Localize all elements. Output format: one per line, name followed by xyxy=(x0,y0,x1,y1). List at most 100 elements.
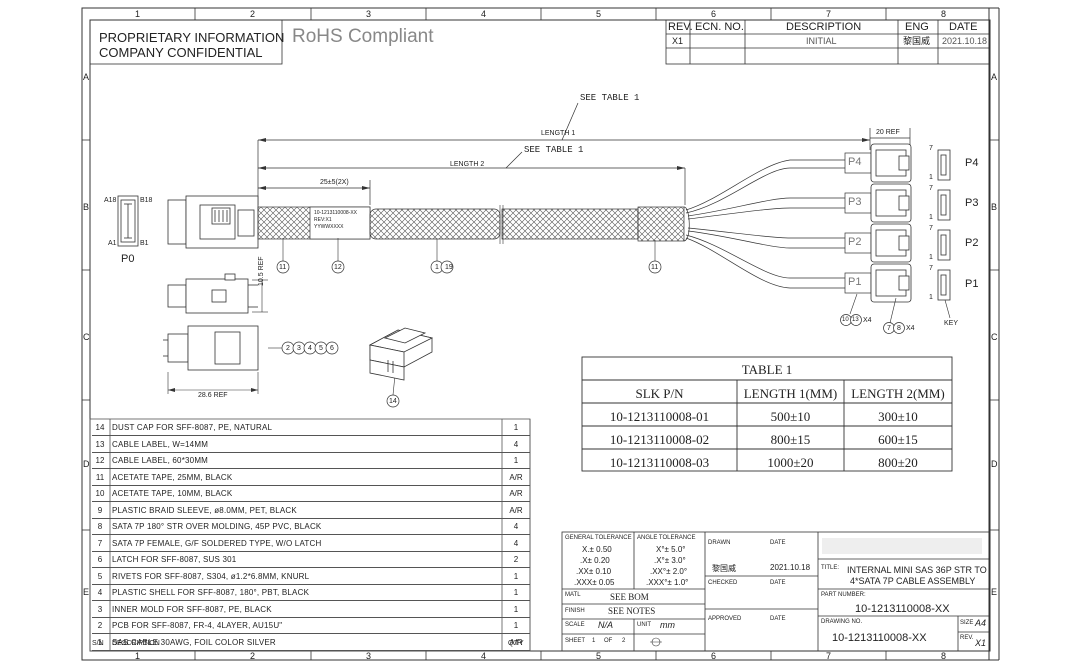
pin1-p3: 1 xyxy=(929,214,933,221)
cable-label-line2: REV:X1 xyxy=(314,217,332,223)
grid-col-3: 3 xyxy=(366,9,372,19)
bom-footer-sn: S/N xyxy=(92,640,104,647)
length2-label: LENGTH 2 xyxy=(450,161,485,168)
rev-eng-value: 黎国威 xyxy=(903,36,931,46)
balloon-8: 8 xyxy=(897,325,901,332)
proprietary-line2: COMPANY CONFIDENTIAL xyxy=(99,45,263,60)
rev-value-tb: X1 xyxy=(975,638,987,648)
table1-row3-length2: 800±20 xyxy=(878,455,918,470)
of-label: OF xyxy=(604,638,613,644)
approved-label: APPROVED xyxy=(708,616,742,622)
drawn-date: 2021.10.18 xyxy=(770,563,811,572)
table1-row2-length2: 600±15 xyxy=(878,432,918,447)
grid-col-7-bottom: 7 xyxy=(826,651,832,661)
length1-label: LENGTH 1 xyxy=(541,130,576,137)
grid-col-7: 7 xyxy=(826,9,832,19)
balloon-12: 12 xyxy=(334,264,342,271)
balloon-11a: 11 xyxy=(279,264,287,271)
rohs-label: RoHS Compliant xyxy=(292,26,434,47)
balloon-14: 14 xyxy=(389,398,397,405)
port-right-p4: P4 xyxy=(965,157,979,169)
rev-header-rev: REV. xyxy=(668,21,693,33)
ref-20-label: 20 REF xyxy=(876,129,900,136)
tol-angle-3: .XX°± 2.0° xyxy=(650,567,688,576)
grid-col-6: 6 xyxy=(711,9,717,19)
grid-col-5: 5 xyxy=(596,9,602,19)
tol-linear-4: .XXX± 0.05 xyxy=(574,578,615,587)
general-tolerance-label: GENERAL TOLERANCE xyxy=(565,535,632,541)
rev-header-date: DATE xyxy=(949,21,978,33)
size-value: A4 xyxy=(975,618,987,628)
balloon-1: 1 xyxy=(435,264,439,271)
table1-row3-pn: 10-1213110008-03 xyxy=(609,455,710,470)
table1-header-length2: LENGTH 2(MM) xyxy=(851,386,945,401)
rev-header-ecn: ECN. NO. xyxy=(695,21,744,33)
ref-28-6-label: 28.6 REF xyxy=(198,392,228,399)
drawing-no-label: DRAWING NO. xyxy=(821,619,863,625)
tol-angle-4: .XXX°± 1.0° xyxy=(646,578,689,587)
pin1-p4: 1 xyxy=(929,174,933,181)
drawn-label: DRAWN xyxy=(708,540,731,546)
grid-row-e-right: E xyxy=(991,587,998,597)
pin-a1: A1 xyxy=(108,240,117,247)
proprietary-line1: PROPRIETARY INFORMATION xyxy=(99,30,285,45)
tol-linear-1: X.± 0.50 xyxy=(582,545,612,554)
pin1-p1: 1 xyxy=(929,294,933,301)
port-p2: P2 xyxy=(848,236,862,248)
table1-row2-pn: 10-1213110008-02 xyxy=(609,432,710,447)
finish-label: FINISH xyxy=(565,608,585,614)
pin1-p2: 1 xyxy=(929,254,933,261)
balloon-3: 3 xyxy=(297,345,301,352)
ref-10-5-label: 10.5 REF xyxy=(258,256,265,286)
table1-row3-length1: 1000±20 xyxy=(767,455,814,470)
drawn-date-label: DATE xyxy=(770,540,786,546)
matl-label: MATL xyxy=(565,592,581,598)
balloon-7: 7 xyxy=(887,325,891,332)
bom-footer-qty: Q'TY xyxy=(508,640,524,647)
pin-a18: A18 xyxy=(104,197,117,204)
grid-row-a: A xyxy=(83,72,90,82)
balloon-10: 10 xyxy=(842,317,849,323)
rev-label-tb: REV. xyxy=(960,635,974,641)
drawing-no-value: 10-1213110008-XX xyxy=(832,632,927,644)
tol-angle-2: .X°± 3.0° xyxy=(654,556,686,565)
balloon-9: 19 xyxy=(445,264,453,271)
table1-row1-length1: 500±10 xyxy=(770,409,811,424)
grid-row-d: D xyxy=(83,459,90,469)
balloon-4: 4 xyxy=(308,345,312,352)
balloon-2: 2 xyxy=(286,345,290,352)
grid-row-d-right: D xyxy=(991,459,998,469)
cable-label-line3: YYWWXXXX xyxy=(314,224,344,230)
cable-label-line1: 10-1213110008-XX xyxy=(314,210,357,216)
pin7-p4: 7 xyxy=(929,145,933,152)
matl-value: SEE BOM xyxy=(610,592,649,602)
balloon-x4b: X4 xyxy=(906,325,915,332)
key-label: KEY xyxy=(944,320,959,327)
of-value: 2 xyxy=(622,638,626,644)
table1-row1-pn: 10-1213110008-01 xyxy=(609,409,710,424)
p0-label: P0 xyxy=(121,253,135,265)
grid-col-3-bottom: 3 xyxy=(366,651,372,661)
title-line1: INTERNAL MINI SAS 36P STR TO xyxy=(847,565,987,575)
rev-header-description: DESCRIPTION xyxy=(786,21,862,33)
rev-description-value: INITIAL xyxy=(806,36,837,46)
checked-label: CHECKED xyxy=(708,580,738,586)
grid-row-a-right: A xyxy=(991,72,998,82)
bom-footer-description: DESCRIPTION xyxy=(112,640,160,647)
scale-label: SCALE xyxy=(565,622,585,628)
sheet-value: 1 xyxy=(592,638,596,644)
grid-col-4-bottom: 4 xyxy=(481,651,487,661)
approved-date-label: DATE xyxy=(770,616,786,622)
grid-row-b-right: B xyxy=(991,202,998,212)
pin7-p1: 7 xyxy=(929,265,933,272)
see-table-1-top: SEE TABLE 1 xyxy=(580,93,640,103)
